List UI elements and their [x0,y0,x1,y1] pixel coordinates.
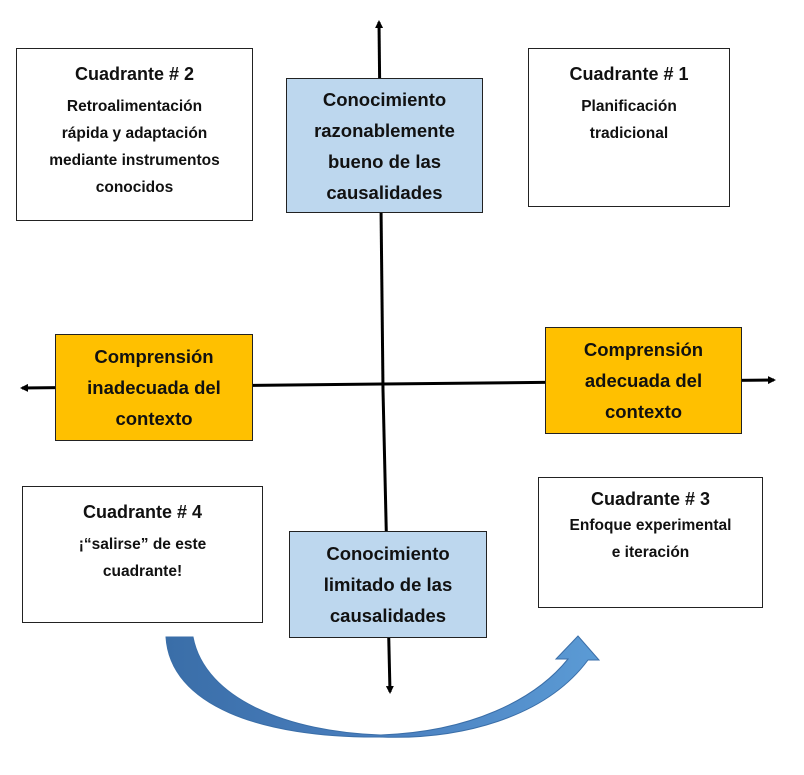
axis-label-top: Conocimiento razonablemente bueno de las… [286,78,483,213]
text-line: e iteración [611,544,690,561]
quadrant-2-box: Cuadrante # 2 Retroalimentación rápida y… [16,48,253,221]
quadrant-1-box: Cuadrante # 1 Planificación tradicional [528,48,730,207]
quadrant-4-text: ¡“salirse” de este cuadrante! [79,531,207,585]
quadrant-3-text: Enfoque experimental e iteración [570,512,732,566]
text-line: ¡“salirse” de este [78,536,207,553]
text-line: Retroalimentación [66,98,203,115]
quadrant-2-text: Retroalimentación rápida y adaptación me… [49,93,220,201]
quadrant-4-box: Cuadrante # 4 ¡“salirse” de este cuadran… [22,486,263,623]
text-line: mediante instrumentos [49,152,220,169]
text-line: limitado de las [323,574,453,595]
text-line: conocidos [95,179,174,196]
quadrant-3-title: Cuadrante # 3 [590,489,711,509]
text-line: contexto [604,401,683,422]
quadrant-1-text: Planificación tradicional [581,93,677,147]
text-line: rápida y adaptación [61,125,208,142]
quadrant-4-title: Cuadrante # 4 [82,502,203,522]
text-line: tradicional [589,125,669,142]
axis-label-left: Comprensión inadecuada del contexto [55,334,253,441]
text-line: razonablemente [314,119,455,141]
text-line: contexto [115,408,193,429]
text-line: bueno de las [327,150,442,172]
curved-arrow-icon [165,635,601,738]
text-line: causalidades [326,181,443,203]
text-line: adecuada del [584,370,703,391]
text-line: Conocimiento [326,543,450,564]
text-line: Comprensión [94,346,214,367]
text-line: cuadrante! [102,563,183,580]
text-line: inadecuada del [87,377,221,398]
quadrant-1-title: Cuadrante # 1 [569,64,689,84]
text-line: Planificación [581,98,677,115]
axis-label-right: Comprensión adecuada del contexto [545,327,742,434]
axis-label-bottom: Conocimiento limitado de las causalidade… [289,531,487,638]
text-line: Conocimiento [322,88,447,110]
text-line: Comprensión [583,339,704,360]
text-line: Enfoque experimental [569,517,732,534]
quadrant-3-box: Cuadrante # 3 Enfoque experimental e ite… [538,477,763,608]
text-line: causalidades [329,605,447,626]
quadrant-2-title: Cuadrante # 2 [74,64,195,84]
